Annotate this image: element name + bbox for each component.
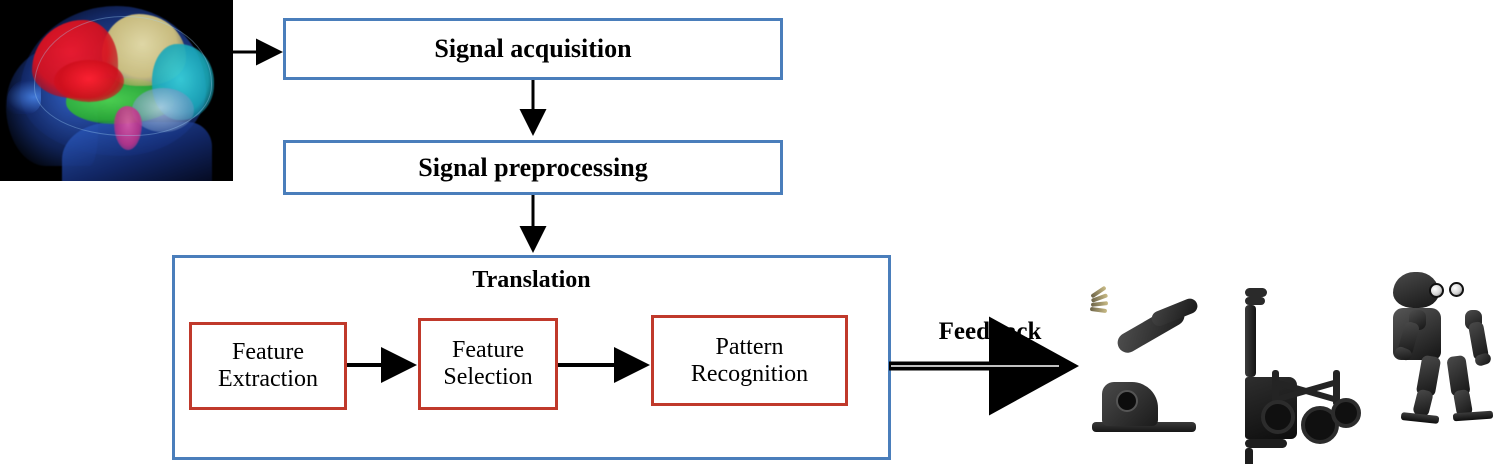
wheelchair-image (1245, 288, 1375, 464)
feature-extraction-label: Feature Extraction (218, 339, 318, 392)
wheelchair-back-post (1245, 305, 1256, 377)
wheelchair-wheel (1331, 398, 1361, 428)
robot-foot (1452, 410, 1494, 422)
robotic-arm-image (1089, 285, 1215, 440)
arm-gripper-hand (1089, 285, 1116, 316)
arm-base-joint (1116, 390, 1138, 412)
humanoid-robot-image (1393, 272, 1498, 437)
arrow-selection-to-recognition (558, 347, 650, 383)
brain-outline (34, 16, 212, 136)
robot-foot (1400, 412, 1440, 424)
feedback-label: Feedback (938, 318, 1042, 345)
arrow-extraction-to-selection (347, 347, 417, 383)
pattern-recognition-label: Pattern Recognition (690, 333, 809, 387)
gripper-finger (1089, 306, 1108, 314)
arrow-brain-to-acquisition (232, 38, 283, 66)
wheelchair-wheel (1261, 400, 1295, 434)
robot-eye (1449, 282, 1464, 297)
head-silhouette (4, 2, 219, 181)
signal-preprocessing-box[interactable]: Signal preprocessing (283, 140, 783, 195)
signal-acquisition-label: Signal acquisition (434, 34, 632, 63)
arrow-feedback-to-devices (889, 316, 1079, 416)
arrow-preprocessing-to-translation (519, 195, 547, 253)
wheelchair-armrest-post (1245, 448, 1253, 464)
robot-eye (1429, 283, 1444, 298)
pattern-recognition-box[interactable]: Pattern Recognition (651, 315, 848, 406)
feature-selection-box[interactable]: Feature Selection (418, 318, 558, 410)
wheelchair-frame-bar (1333, 370, 1340, 406)
signal-acquisition-box[interactable]: Signal acquisition (283, 18, 783, 80)
feature-extraction-box[interactable]: Feature Extraction (189, 322, 347, 410)
wheelchair-push-handle (1245, 288, 1267, 297)
arm-base-plate (1092, 422, 1196, 432)
wheelchair-push-handle (1245, 297, 1265, 305)
wheelchair-armrest (1245, 439, 1287, 448)
feature-selection-label: Feature Selection (443, 337, 533, 390)
gripper-finger (1090, 301, 1109, 307)
brain-head-profile-image (0, 0, 233, 181)
translation-title: Translation (472, 267, 591, 293)
wheelchair-frame-bar (1272, 370, 1279, 410)
arrow-acquisition-to-preprocessing (519, 80, 547, 136)
signal-preprocessing-label: Signal preprocessing (418, 152, 648, 182)
